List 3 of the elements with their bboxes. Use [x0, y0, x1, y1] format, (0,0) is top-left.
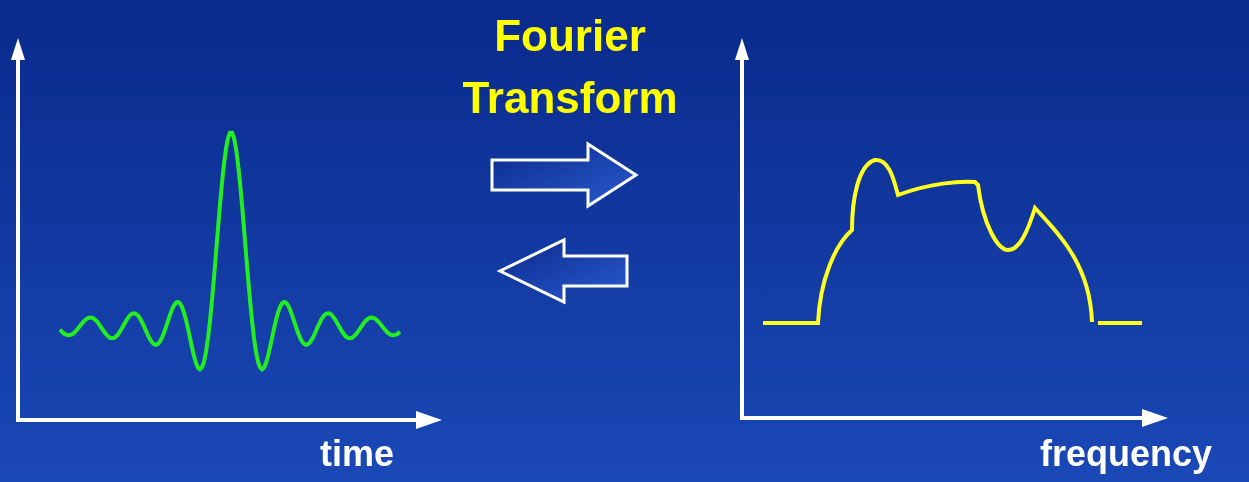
- transform-title: Fourier Transform: [461, 10, 679, 124]
- axis-label: frequency: [1040, 436, 1213, 472]
- axis-label: time: [320, 436, 395, 472]
